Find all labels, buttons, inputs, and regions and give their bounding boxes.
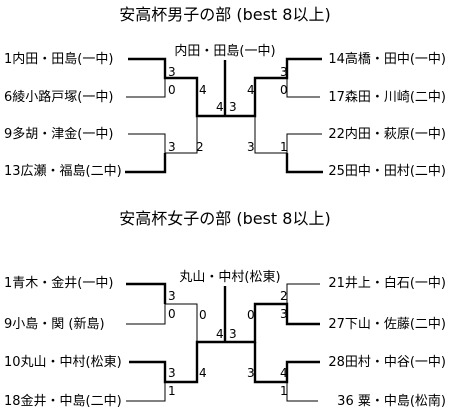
score: 1 bbox=[280, 384, 288, 398]
bracket-line bbox=[286, 78, 320, 98]
advance-path-right bbox=[225, 57, 322, 118]
score: 3 bbox=[280, 307, 288, 321]
left-entry-3: 10丸山・中村(松東) bbox=[4, 354, 122, 370]
left-entry-2: 6綾小路戸塚(一中) bbox=[4, 89, 113, 105]
score: 4 bbox=[280, 366, 288, 380]
final-score: 4 bbox=[216, 100, 224, 114]
score: 0 bbox=[199, 308, 207, 322]
score: 0 bbox=[168, 307, 176, 321]
advance-path-right bbox=[225, 302, 320, 344]
bracket-title: 安高杯女子の部 (best 8以上) bbox=[119, 209, 330, 228]
left-entry-4: 13広瀬・福島(二中) bbox=[4, 164, 122, 179]
score: 2 bbox=[280, 289, 288, 303]
bracket-line bbox=[286, 382, 318, 402]
left-entry-1: 1青木・金井(一中) bbox=[4, 275, 113, 291]
score: 0 bbox=[168, 83, 176, 97]
bracket-line bbox=[128, 116, 198, 154]
left-entry-2: 9小島・関 (新島) bbox=[4, 316, 105, 332]
score: 3 bbox=[168, 65, 176, 79]
champion-label: 内田・田島(一中) bbox=[174, 43, 275, 59]
score: 3 bbox=[168, 366, 176, 380]
score: 3 bbox=[247, 366, 255, 380]
right-entry-4: 36 粟・中島(松南) bbox=[337, 393, 446, 409]
right-entry-1: 21井上・白石(一中) bbox=[328, 275, 446, 291]
score: 3 bbox=[280, 65, 288, 79]
right-entry-3: 28田村・中谷(一中) bbox=[328, 355, 446, 370]
left-entry-4: 18金井・中島(二中) bbox=[4, 393, 122, 409]
right-entry-4: 25田中・田村(二中) bbox=[328, 164, 446, 179]
mens-bracket: 安高杯男子の部 (best 8以上) 内田・田島(一中) 1内田・田島(一中) … bbox=[4, 5, 446, 179]
score: 1 bbox=[168, 384, 176, 398]
bracket-line bbox=[286, 283, 320, 304]
score: 3 bbox=[247, 140, 255, 154]
champion-label: 丸山・中村(松東) bbox=[179, 269, 280, 285]
right-entry-2: 27下山・佐藤(二中) bbox=[328, 317, 446, 332]
score: 4 bbox=[199, 366, 207, 380]
left-entry-1: 1内田・田島(一中) bbox=[4, 51, 113, 67]
right-entry-1: 14高橋・田中(一中) bbox=[328, 51, 446, 67]
womens-bracket: 安高杯女子の部 (best 8以上) 丸山・中村(松東) 1青木・金井(一中) … bbox=[4, 209, 446, 409]
score: 4 bbox=[247, 83, 255, 97]
score: 4 bbox=[199, 83, 207, 97]
bracket-line bbox=[254, 116, 322, 154]
right-entry-2: 17森田・川崎(二中) bbox=[328, 90, 446, 105]
advance-path-left bbox=[129, 340, 225, 384]
score: 1 bbox=[280, 140, 288, 154]
bracket-line bbox=[285, 153, 323, 174]
final-score: 3 bbox=[229, 100, 237, 114]
score: 0 bbox=[280, 83, 288, 97]
bracket-title: 安高杯男子の部 (best 8以上) bbox=[119, 5, 330, 24]
bracket-line bbox=[126, 282, 167, 304]
advance-path-left bbox=[128, 57, 225, 118]
bracket-line bbox=[125, 153, 167, 174]
bracket-line bbox=[126, 382, 166, 402]
final-score: 3 bbox=[229, 327, 237, 341]
bracket-line bbox=[126, 78, 166, 98]
score: 3 bbox=[168, 140, 176, 154]
right-entry-3: 22内田・萩原(一中) bbox=[328, 126, 446, 142]
left-entry-3: 9多胡・津金(一中) bbox=[4, 126, 113, 142]
final-score: 4 bbox=[216, 327, 224, 341]
score: 3 bbox=[168, 289, 176, 303]
score: 0 bbox=[247, 308, 255, 322]
score: 2 bbox=[196, 140, 204, 154]
